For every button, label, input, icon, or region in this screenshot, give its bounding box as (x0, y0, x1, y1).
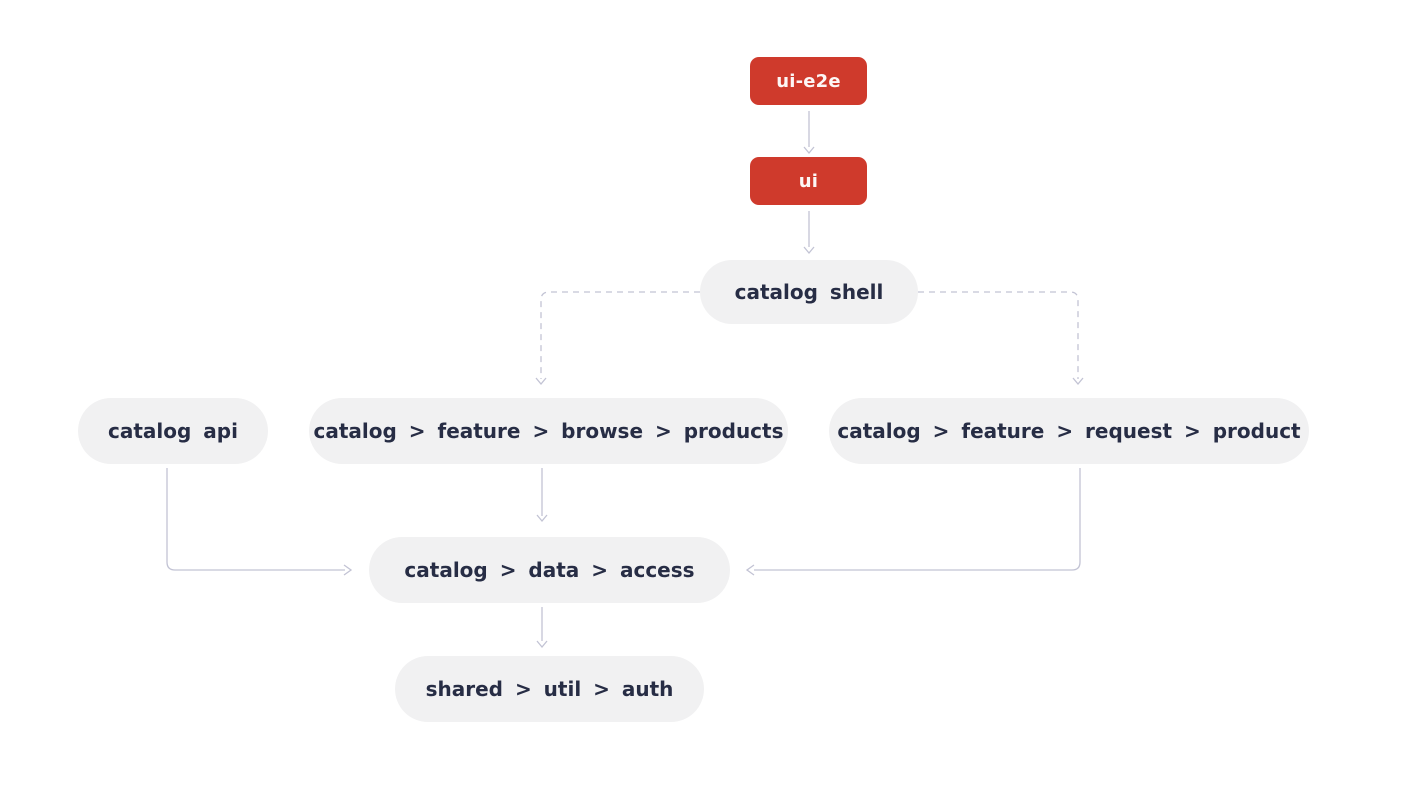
edge-catalog-api-to-data-access (166, 468, 353, 576)
node-label: shared > util > auth (425, 677, 674, 701)
node-ui-e2e[interactable]: ui-e2e (750, 57, 867, 105)
node-catalog-feature-request-product[interactable]: catalog > feature > request > product (829, 398, 1309, 464)
node-label: catalog > feature > request > product (837, 419, 1301, 443)
edge-request-product-to-data-access (745, 468, 1081, 576)
edge-ui-to-catalog-shell (803, 211, 815, 255)
node-label: catalog api (108, 419, 238, 443)
node-catalog-api[interactable]: catalog api (78, 398, 268, 464)
node-catalog-feature-browse-products[interactable]: catalog > feature > browse > products (309, 398, 788, 464)
edge-data-access-to-shared-util-auth (536, 607, 548, 649)
edge-catalog-shell-to-request-product (918, 291, 1084, 386)
node-label: ui (798, 170, 819, 192)
edge-catalog-shell-to-browse-products (535, 291, 700, 386)
edge-ui-e2e-to-ui (803, 111, 815, 155)
node-ui[interactable]: ui (750, 157, 867, 205)
node-catalog-data-access[interactable]: catalog > data > access (369, 537, 730, 603)
node-catalog-shell[interactable]: catalog shell (700, 260, 918, 324)
node-label: catalog > data > access (404, 558, 695, 582)
edge-browse-products-to-data-access (536, 468, 548, 523)
node-label: catalog > feature > browse > products (313, 419, 784, 443)
node-label: ui-e2e (776, 70, 841, 92)
node-label: catalog shell (734, 280, 884, 304)
node-shared-util-auth[interactable]: shared > util > auth (395, 656, 704, 722)
